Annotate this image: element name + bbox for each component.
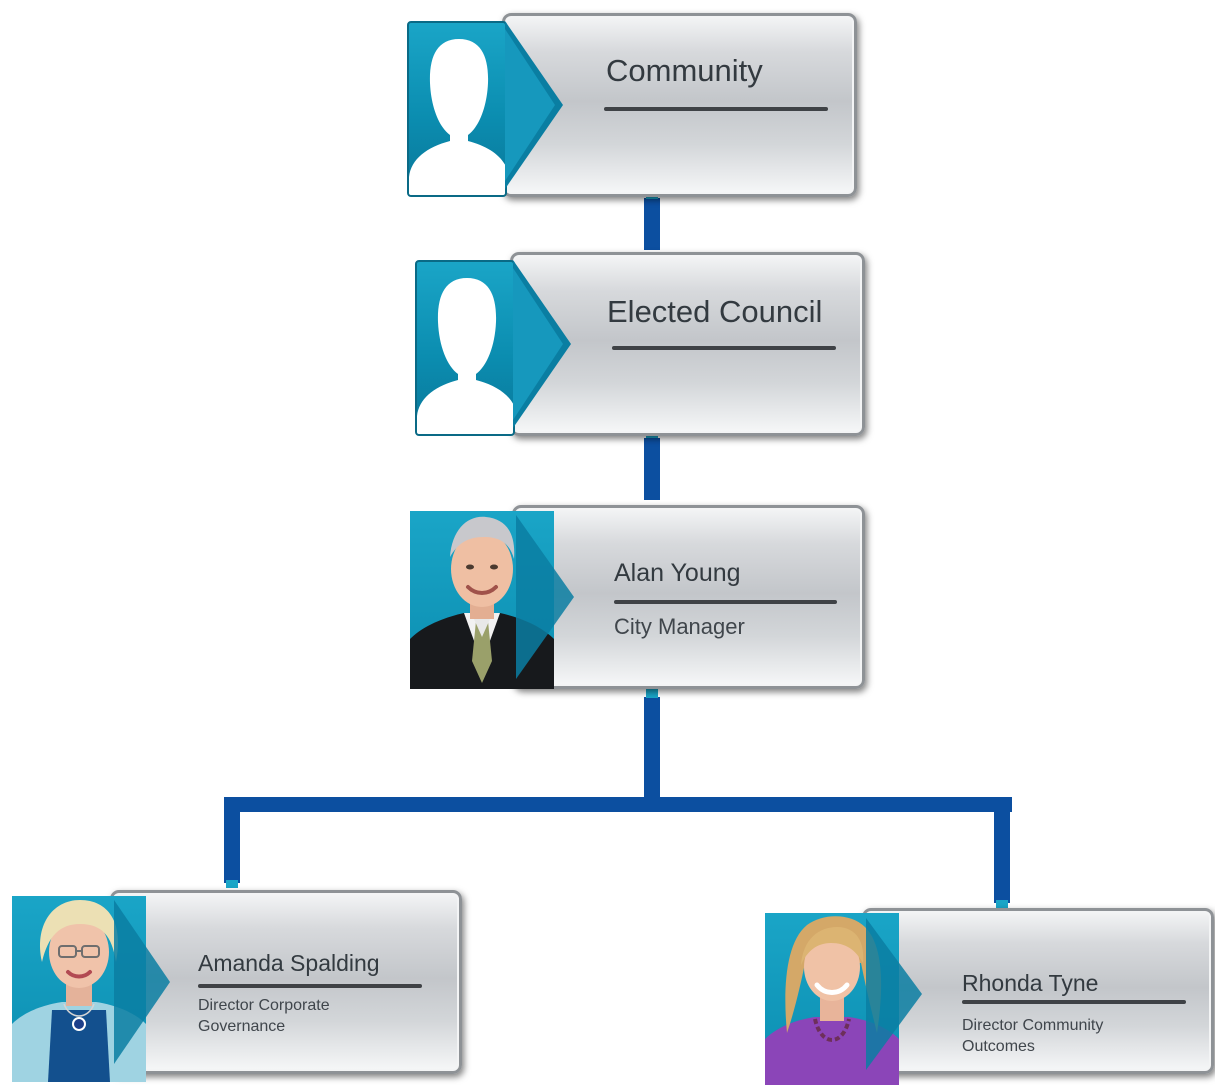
chevron-arrow	[866, 918, 922, 1070]
node-role: Director Community Outcomes	[962, 1017, 1104, 1055]
node-title: Community	[606, 53, 763, 88]
node-title: Elected Council	[607, 294, 823, 329]
node-role: City Manager	[614, 614, 745, 639]
title-divider	[198, 984, 422, 988]
connector-cap	[646, 688, 658, 698]
connector-to-community-outcomes	[994, 797, 1010, 903]
chevron-arrow-highlight	[513, 268, 563, 420]
org-node-director-corporate-governance[interactable]: Amanda Spalding Director Corporate Gover…	[12, 890, 462, 1082]
title-divider	[604, 107, 828, 111]
org-node-community[interactable]: Community	[407, 13, 857, 197]
person-photo	[12, 900, 146, 1082]
connector-manager-trunk	[644, 697, 660, 803]
title-divider	[612, 346, 836, 350]
connector-horizontal-bar	[224, 797, 1012, 812]
org-node-city-manager[interactable]: Alan Young City Manager	[410, 505, 865, 689]
person-silhouette-icon	[417, 278, 513, 434]
chevron-arrow-highlight	[505, 29, 555, 181]
connector-council-manager	[644, 438, 660, 500]
connector-cap	[226, 880, 238, 888]
org-node-director-community-outcomes[interactable]: Rhonda Tyne Director Community Outcomes	[765, 908, 1215, 1085]
person-silhouette-icon	[409, 39, 505, 195]
chevron-arrow	[114, 900, 170, 1064]
photo-frame	[407, 21, 507, 197]
node-title: Rhonda Tyne	[962, 970, 1099, 996]
photo-frame	[765, 913, 899, 1085]
node-title: Amanda Spalding	[198, 950, 380, 976]
title-divider	[962, 1000, 1186, 1004]
title-divider	[614, 600, 837, 604]
person-photo	[765, 916, 899, 1085]
connector-community-council	[644, 198, 660, 250]
node-role: Director Corporate Governance	[198, 997, 330, 1035]
chevron-arrow	[516, 515, 574, 679]
photo-frame	[415, 260, 515, 436]
connector-to-corporate	[224, 797, 240, 883]
connector-cap	[996, 900, 1008, 908]
node-title: Alan Young	[614, 559, 741, 587]
org-node-elected-council[interactable]: Elected Council	[415, 252, 865, 436]
